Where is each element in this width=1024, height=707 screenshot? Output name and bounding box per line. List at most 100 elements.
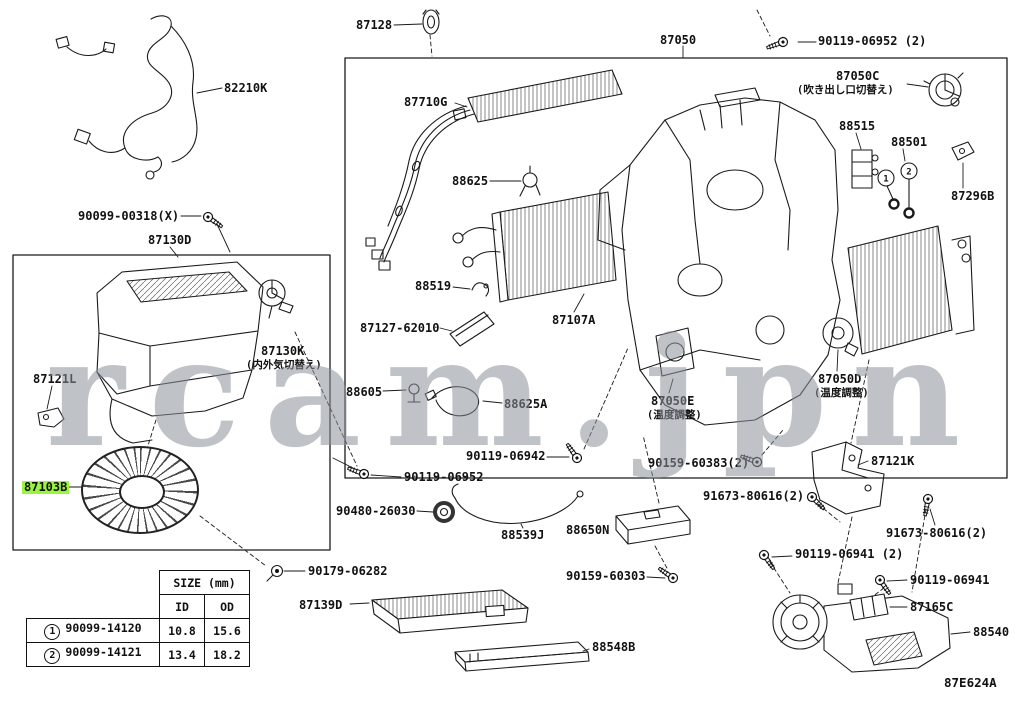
- blower-88540-part: [772, 583, 951, 673]
- clip-87128-part: [422, 9, 440, 35]
- blower-assembly-box: [12, 254, 331, 551]
- label-87128: 87128: [356, 18, 393, 32]
- note-87050E: (温度調整): [647, 409, 702, 421]
- label-90119-06952-2: 90119-06952 (2): [818, 34, 927, 48]
- circled-1-table: 1: [44, 624, 61, 640]
- note-87050C: (吹き出し口切替え): [797, 84, 894, 96]
- table-od-value: 15.6: [204, 618, 250, 643]
- label-91673-80616: 91673-80616(2): [703, 489, 805, 503]
- label-87296B: 87296B: [951, 189, 995, 203]
- screw-90119-06952-2-icon: [764, 35, 790, 53]
- evaporator-part: [847, 225, 975, 355]
- bar-88548b-part: [454, 641, 590, 672]
- servo-87130k-part: [258, 279, 294, 319]
- servo-87050e-part: [655, 327, 695, 377]
- label-88650N: 88650N: [566, 523, 610, 537]
- label-90119-06941: 90119-06941: [910, 573, 990, 587]
- label-87121L: 87121L: [33, 372, 77, 386]
- label-90159-60383: 90159-60383(2): [648, 456, 750, 470]
- circled-1: 1: [883, 175, 888, 185]
- label-87050E: 87050E: [651, 394, 695, 408]
- duct-and-wires-87710g: [365, 69, 623, 271]
- table-od-value: 18.2: [204, 642, 250, 667]
- size-table-col-od: OD: [204, 594, 250, 619]
- table-part-number: 90099-14121: [65, 645, 142, 659]
- filter-87139d-part: [371, 589, 529, 634]
- heater-core-87107a-part: [452, 191, 617, 303]
- clip-88519-part: [471, 282, 490, 297]
- label-88625: 88625: [452, 174, 489, 188]
- clamp-88625-part: [519, 165, 541, 197]
- clip-90179-part: [266, 564, 284, 582]
- label-87107A: 87107A: [552, 313, 596, 327]
- label-90480-26030: 90480-26030: [336, 504, 416, 518]
- hvac-assembly-box: [344, 57, 1008, 479]
- size-table-title: SIZE (mm): [159, 570, 250, 595]
- label-88539J: 88539J: [501, 528, 545, 542]
- grommet-90480-part: [433, 501, 455, 523]
- circled-2-table: 2: [44, 648, 61, 664]
- label-87050: 87050: [660, 33, 697, 47]
- label-88519: 88519: [415, 279, 452, 293]
- label-90159-60303: 90159-60303: [566, 569, 646, 583]
- table-row: 2 90099-14121 13.4 18.2: [26, 642, 250, 667]
- label-90179-06282: 90179-06282: [308, 564, 388, 578]
- servo-87050c-part: [923, 72, 964, 107]
- table-id-value: 13.4: [159, 642, 205, 667]
- label-88540: 88540: [973, 625, 1010, 639]
- label-87121K: 87121K: [871, 454, 915, 468]
- label-87050C: 87050C: [836, 69, 880, 83]
- diagram-code: 87E624A: [944, 675, 997, 690]
- label-82210K: 82210K: [224, 81, 268, 95]
- screw-90099-00318-icon: [201, 210, 226, 232]
- sensor-88605-part: [407, 383, 421, 403]
- wire-harness-82210k: [55, 15, 198, 180]
- label-88625A: 88625A: [504, 397, 548, 411]
- label-87130D: 87130D: [148, 233, 192, 247]
- label-87710G: 87710G: [404, 95, 448, 109]
- circled-2: 2: [906, 168, 911, 178]
- hvac-main-unit: [597, 87, 841, 426]
- valve-88515-part: [851, 149, 879, 189]
- bracket-87121l-part: [37, 407, 65, 428]
- label-90119-06952: 90119-06952: [404, 470, 484, 484]
- rod-88539j-part: [451, 483, 584, 525]
- label-88548B: 88548B: [592, 640, 636, 654]
- orings-88501-part: 1 2: [877, 162, 918, 219]
- label-90119-06941-2: 90119-06941 (2): [795, 547, 904, 561]
- note-87130K: (内外気切替え): [246, 359, 322, 371]
- bracket-87121k-part: [811, 441, 885, 515]
- blower-wheel-87103b-part: [81, 446, 199, 534]
- dashed-lines: [145, 9, 927, 598]
- label-87139D: 87139D: [299, 598, 343, 612]
- note-87050D: (温度調整): [814, 387, 869, 399]
- screw-90119-06942-icon: [562, 440, 584, 465]
- label-88501: 88501: [891, 135, 928, 149]
- table-id-value: 10.8: [159, 618, 205, 643]
- table-row: 1 90099-14120 10.8 15.6: [26, 618, 250, 643]
- label-87127-62010: 87127-62010: [360, 321, 440, 335]
- screw-90119-06941-2-icon: [757, 548, 779, 573]
- size-table: SIZE (mm) ID OD 1 90099-14120 10.8 15.6 2…: [26, 570, 250, 667]
- label-87050D: 87050D: [818, 372, 862, 386]
- label-88605: 88605: [346, 385, 383, 399]
- servo-87050d-part: [822, 317, 859, 357]
- label-91673-80616-b: 91673-80616(2): [886, 526, 988, 540]
- leader-lines: [46, 23, 971, 652]
- label-90099-00318: 90099-00318(X): [78, 209, 180, 223]
- clamp-87296b-part: [951, 141, 975, 161]
- wire-88625a-part: [424, 386, 480, 417]
- blower-housing: [96, 261, 264, 444]
- size-table-col-id: ID: [159, 594, 205, 619]
- label-87130K: 87130K: [261, 344, 305, 358]
- amp-88650n-part: [615, 505, 691, 545]
- table-part-number: 90099-14120: [65, 621, 142, 635]
- label-88515: 88515: [839, 119, 876, 133]
- resistor-87165c-part: [849, 593, 889, 621]
- label-87165C: 87165C: [910, 600, 954, 614]
- bolt-90159-60303-icon: [655, 563, 680, 585]
- foam-87127-part: [449, 311, 495, 347]
- label-90119-06942: 90119-06942: [466, 449, 546, 463]
